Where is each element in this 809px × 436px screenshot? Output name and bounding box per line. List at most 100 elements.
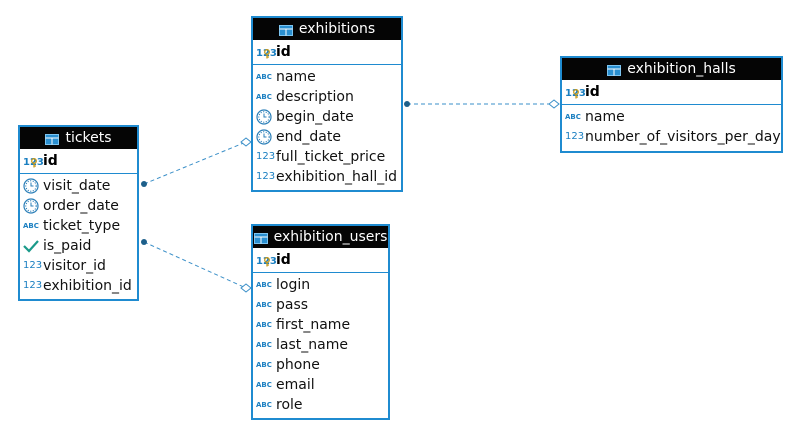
entity-title: tickets xyxy=(65,130,112,146)
entity-header: exhibition_halls xyxy=(562,58,781,80)
rel-tickets-exhibitions xyxy=(143,141,247,185)
column-name: role xyxy=(276,397,303,413)
number-type-icon: 123 xyxy=(23,280,43,291)
key-icon: 123 xyxy=(256,256,277,267)
column-row[interactable]: ABC email xyxy=(253,375,388,395)
pk-name: id xyxy=(585,84,600,100)
column-row[interactable]: ABC last_name xyxy=(253,335,388,355)
text-type-icon: ABC xyxy=(256,300,272,309)
text-type-icon: ABC xyxy=(565,112,581,121)
column-name: exhibition_id xyxy=(43,278,132,294)
column-row[interactable]: ABC description xyxy=(253,87,401,107)
number-type-icon: 123 xyxy=(256,151,276,162)
rel-end-dot xyxy=(404,101,410,107)
date-type-icon xyxy=(23,178,41,194)
primary-key-row[interactable]: 123 id xyxy=(253,248,388,273)
column-name: last_name xyxy=(276,337,348,353)
table-icon xyxy=(45,133,60,145)
column-row[interactable]: begin_date xyxy=(253,107,401,127)
column-row[interactable]: ABC pass xyxy=(253,295,388,315)
table-icon xyxy=(253,232,268,244)
table-icon xyxy=(278,24,293,36)
text-type-icon: ABC xyxy=(256,340,272,349)
text-type-icon: ABC xyxy=(256,320,272,329)
column-name: email xyxy=(276,377,315,393)
column-name: full_ticket_price xyxy=(276,149,386,165)
rel-end-diamond xyxy=(240,283,252,293)
text-type-icon: ABC xyxy=(256,360,272,369)
rel-end-diamond xyxy=(548,99,560,109)
entity-header: exhibition_users xyxy=(253,226,388,248)
text-type-icon: ABC xyxy=(256,72,272,81)
number-type-icon: 123 xyxy=(23,260,43,271)
column-row[interactable]: ABC first_name xyxy=(253,315,388,335)
entity-title: exhibition_users xyxy=(273,229,388,245)
key-icon: 123 xyxy=(565,88,586,99)
date-type-icon xyxy=(256,109,274,125)
text-type-icon: ABC xyxy=(256,280,272,289)
column-row[interactable]: order_date xyxy=(20,196,137,216)
column-name: exhibition_hall_id xyxy=(276,169,398,185)
number-type-icon: 123 xyxy=(256,171,276,182)
number-type-icon: 123 xyxy=(565,131,585,142)
column-name: phone xyxy=(276,357,320,373)
column-row[interactable]: ABC name xyxy=(562,107,781,127)
table-icon xyxy=(607,64,622,76)
column-name: visit_date xyxy=(43,178,111,194)
column-name: is_paid xyxy=(43,238,92,254)
entity-header: exhibitions xyxy=(253,18,401,40)
text-type-icon: ABC xyxy=(256,380,272,389)
primary-key-row[interactable]: 123 id xyxy=(253,40,401,65)
primary-key-row[interactable]: 123 id xyxy=(20,149,137,174)
key-icon: 123 xyxy=(23,157,44,168)
column-row[interactable]: ABC login xyxy=(253,275,388,295)
column-name: order_date xyxy=(43,198,119,214)
column-name: login xyxy=(276,277,311,293)
pk-name: id xyxy=(43,153,58,169)
primary-key-row[interactable]: 123 id xyxy=(562,80,781,105)
column-name: description xyxy=(276,89,354,105)
rel-tickets-exhibition-users xyxy=(143,241,247,289)
column-name: number_of_visitors_per_day xyxy=(585,129,781,145)
column-name: end_date xyxy=(276,129,341,145)
rel-end-dot xyxy=(141,239,147,245)
column-row[interactable]: is_paid xyxy=(20,236,137,256)
text-type-icon: ABC xyxy=(256,400,272,409)
pk-name: id xyxy=(276,44,291,60)
column-row[interactable]: visit_date xyxy=(20,176,137,196)
column-name: ticket_type xyxy=(43,218,121,234)
column-name: begin_date xyxy=(276,109,354,125)
column-row[interactable]: ABC role xyxy=(253,395,388,415)
key-icon: 123 xyxy=(256,48,277,59)
rel-end-diamond xyxy=(240,137,252,147)
text-type-icon: ABC xyxy=(256,92,272,101)
column-row[interactable]: end_date xyxy=(253,127,401,147)
pk-name: id xyxy=(276,252,291,268)
check-type-icon xyxy=(23,239,41,253)
entity-title: exhibitions xyxy=(298,21,376,37)
column-row[interactable]: ABC phone xyxy=(253,355,388,375)
rel-end-dot xyxy=(141,181,147,187)
column-name: name xyxy=(585,109,625,125)
column-name: visitor_id xyxy=(43,258,106,274)
entity-title: exhibition_halls xyxy=(627,61,736,77)
column-name: first_name xyxy=(276,317,351,333)
column-name: pass xyxy=(276,297,309,313)
date-type-icon xyxy=(256,129,274,145)
